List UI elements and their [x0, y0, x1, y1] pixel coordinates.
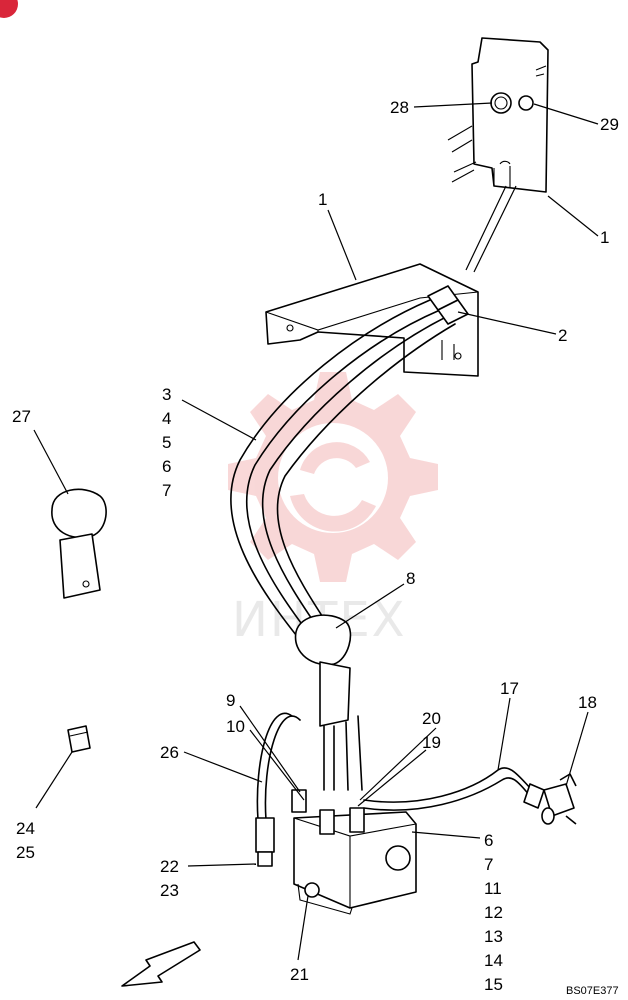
callout-22: 22 — [160, 857, 179, 876]
callout-5: 5 — [162, 433, 171, 452]
callout-24: 26 — [160, 743, 179, 762]
callout-29: 29 — [600, 115, 619, 134]
hose-bundle — [230, 285, 469, 641]
callout-labels: 28 29 1 1 2 3 4 5 6 7 27 8 9 10 17 18 20… — [12, 98, 619, 997]
callout-4: 4 — [162, 409, 171, 428]
callout-8: 8 — [406, 569, 415, 588]
hose-24 — [255, 712, 301, 867]
callout-1-right: 1 — [600, 228, 609, 247]
callout-17: 17 — [500, 679, 519, 698]
callout-28: 28 — [390, 98, 409, 117]
switch-part — [67, 725, 91, 753]
callout-19: 19 — [422, 733, 441, 752]
callout-6-left: 6 — [162, 457, 171, 476]
joystick-handle-loose — [51, 488, 107, 599]
callout-27: 27 — [12, 407, 31, 426]
callout-26: 25 — [16, 843, 35, 862]
callout-21: 21 — [290, 965, 309, 984]
callout-15: 15 — [484, 975, 503, 994]
callout-6-right: 6 — [484, 831, 493, 850]
callout-7-left: 7 — [162, 481, 171, 500]
callout-25: 24 — [16, 819, 35, 838]
leader-lines — [33, 102, 599, 961]
hose-17 — [363, 767, 577, 825]
bracket-plate-detail — [447, 37, 549, 193]
callout-20: 20 — [422, 709, 441, 728]
callout-7-right: 7 — [484, 855, 493, 874]
callout-2: 2 — [558, 326, 567, 345]
callout-9: 9 — [226, 691, 235, 710]
callout-11: 11 — [484, 879, 502, 898]
callout-3: 3 — [162, 385, 171, 404]
callout-23: 23 — [160, 881, 179, 900]
callout-18: 18 — [578, 693, 597, 712]
callout-1-top: 1 — [318, 190, 327, 209]
valve-block — [291, 789, 417, 915]
callout-14: 14 — [484, 951, 503, 970]
callout-12: 12 — [484, 903, 503, 922]
callout-13: 13 — [484, 927, 503, 946]
front-direction-arrow-icon — [121, 941, 201, 987]
drawing-code: BS07E377 — [566, 985, 619, 997]
corner-badge-icon — [0, 0, 18, 18]
callout-10: 10 — [226, 717, 245, 736]
watermark-gear-icon — [228, 372, 438, 582]
